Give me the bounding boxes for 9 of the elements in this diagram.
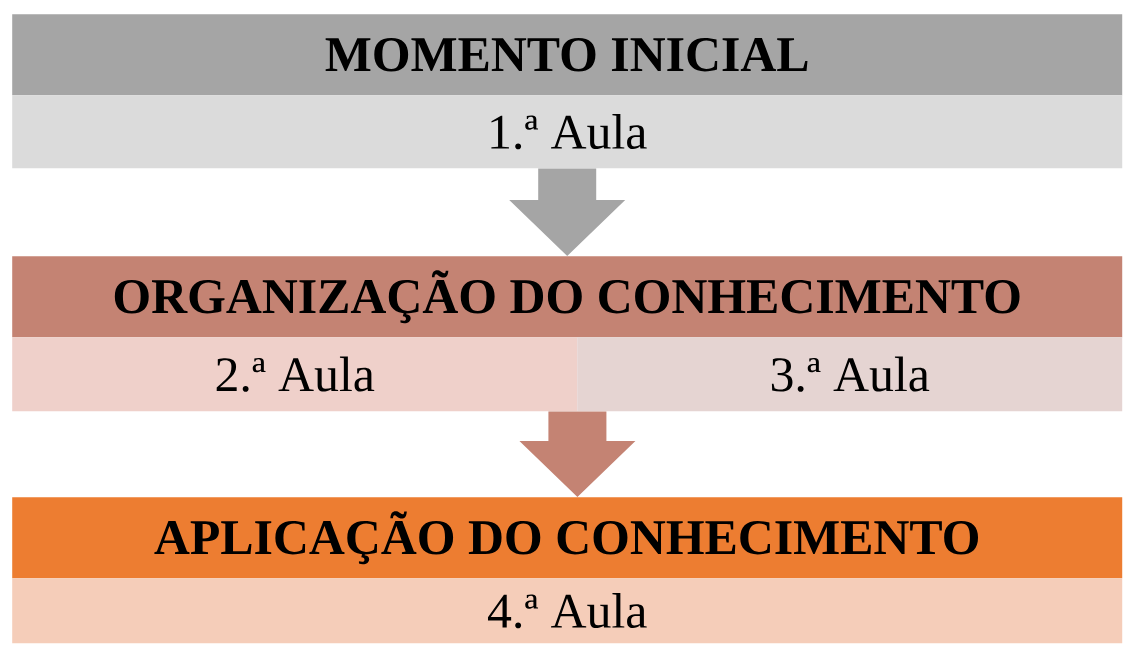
lesson-box: 3.ª Aula (577, 337, 1123, 412)
section-header-band: APLICAÇÃO DO CONHECIMENTO (12, 497, 1123, 579)
lesson-box: 4.ª Aula (12, 578, 1123, 644)
block-arrow (519, 411, 636, 497)
block-arrow (509, 168, 626, 256)
section-header-band: ORGANIZAÇÃO DO CONHECIMENTO (12, 256, 1123, 338)
lesson-box: 1.ª Aula (12, 95, 1123, 169)
section-header-band: MOMENTO INICIAL (12, 14, 1123, 96)
lesson-box: 2.ª Aula (12, 337, 578, 412)
